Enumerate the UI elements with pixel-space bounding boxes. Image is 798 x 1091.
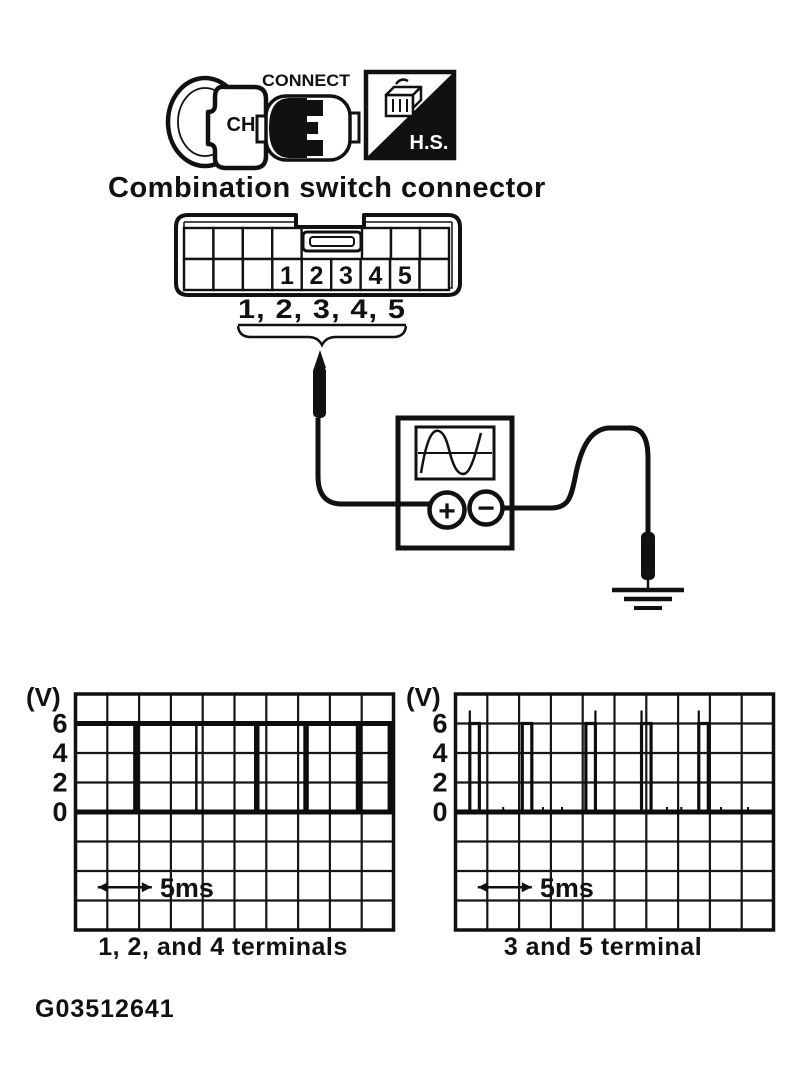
svg-text:(V): (V) bbox=[26, 682, 61, 712]
positive-probe bbox=[313, 350, 326, 418]
measurement-diagram: CH CONNECT H.S. bbox=[108, 69, 684, 610]
svg-text:5ms: 5ms bbox=[540, 873, 594, 903]
terminal-number-5: 5 bbox=[398, 262, 412, 290]
svg-text:4: 4 bbox=[432, 738, 447, 768]
positive-lead-wire bbox=[315, 418, 431, 507]
hs-icon-connector-sketch bbox=[384, 78, 423, 118]
plus-icon: + bbox=[438, 495, 456, 528]
probe-arrow-icon bbox=[314, 350, 326, 368]
svg-text:(V): (V) bbox=[406, 682, 441, 712]
svg-text:0: 0 bbox=[432, 797, 447, 827]
hs-icon: H.S. bbox=[363, 69, 457, 161]
sine-wave-icon bbox=[419, 429, 483, 476]
connector-bottom-row bbox=[182, 257, 451, 292]
ch-connector-icon: CH bbox=[165, 75, 269, 171]
terminal-number-3: 3 bbox=[339, 262, 353, 290]
positive-terminal: + bbox=[427, 490, 467, 530]
svg-text:2: 2 bbox=[432, 768, 447, 798]
figure-id: G03512641 bbox=[35, 995, 175, 1023]
connect-icon: CONNECT bbox=[255, 71, 361, 162]
negative-terminal: − bbox=[467, 489, 505, 527]
terminal-number-4: 4 bbox=[368, 262, 382, 290]
connector-keyway bbox=[301, 230, 363, 253]
terminal-bracket: 1, 2, 3, 4, 5 bbox=[236, 294, 408, 348]
bracket-label: 1, 2, 3, 4, 5 bbox=[238, 294, 406, 324]
ground-symbol-icon bbox=[612, 587, 684, 610]
svg-text:2: 2 bbox=[52, 768, 67, 798]
svg-text:0: 0 bbox=[52, 797, 67, 827]
minus-icon: − bbox=[477, 492, 495, 525]
terminal-number-2: 2 bbox=[310, 262, 324, 290]
svg-text:6: 6 bbox=[52, 709, 67, 739]
svg-text:6: 6 bbox=[432, 709, 447, 739]
multimeter bbox=[395, 415, 515, 551]
diagram-title: Combination switch connector bbox=[108, 172, 546, 204]
svg-text:5ms: 5ms bbox=[160, 873, 214, 903]
connector-pinout: 1 2 3 4 5 bbox=[174, 213, 462, 297]
negative-lead-wire bbox=[503, 425, 651, 535]
chart-caption: 3 and 5 terminal bbox=[503, 933, 703, 961]
svg-text:4: 4 bbox=[52, 738, 67, 768]
connect-icon-label: CONNECT bbox=[262, 71, 351, 90]
hs-icon-label: H.S. bbox=[410, 132, 449, 154]
chart-caption: 1, 2, and 4 terminals bbox=[98, 933, 348, 961]
terminal-number-1: 1 bbox=[280, 262, 294, 290]
ground-probe bbox=[641, 532, 655, 589]
ch-icon-label: CH bbox=[227, 114, 256, 136]
